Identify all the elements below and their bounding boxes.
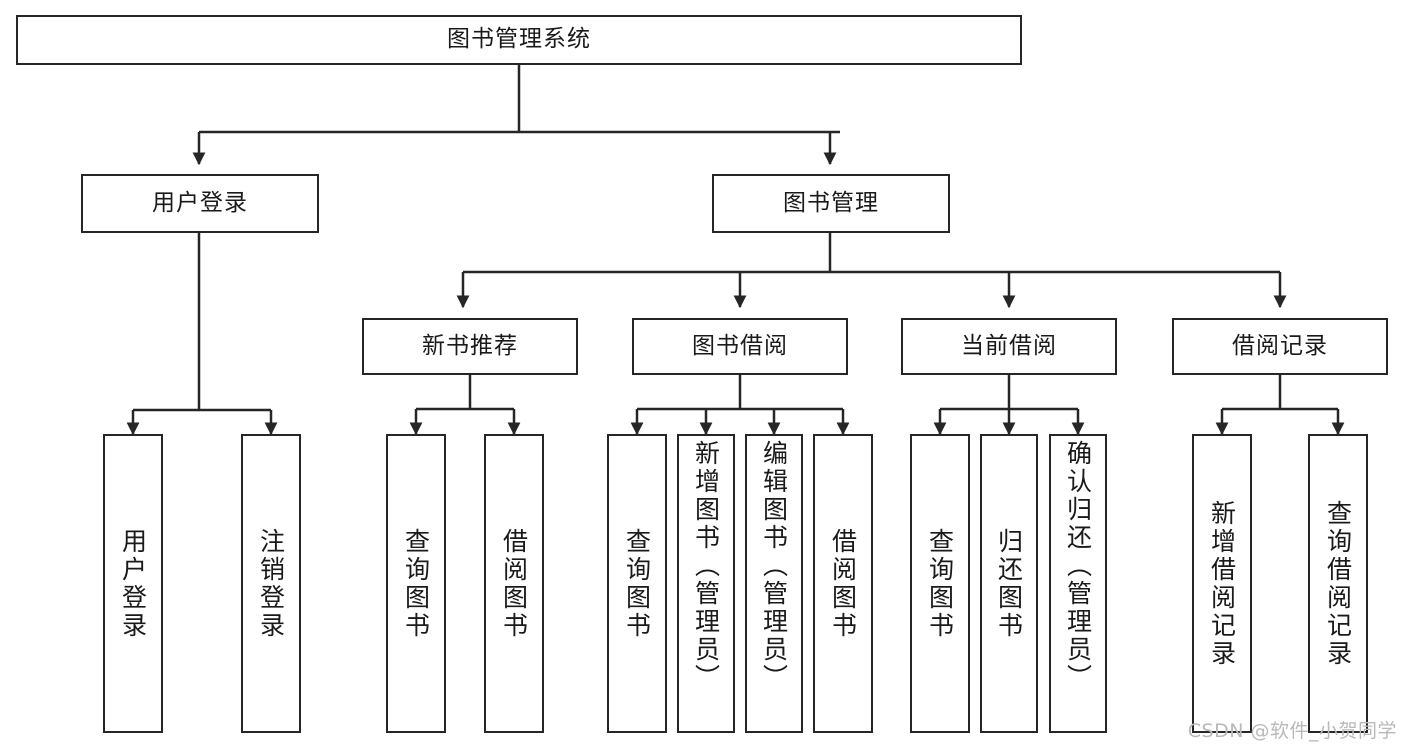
leaf-user-login[interactable]: 用户登录: [103, 434, 163, 733]
leaf-label: 编辑图书（管理员）: [759, 440, 789, 692]
node-current-borrow[interactable]: 当前借阅: [901, 318, 1117, 375]
node-book-management[interactable]: 图书管理: [712, 174, 950, 233]
leaf-return-book[interactable]: 归还图书: [980, 434, 1038, 733]
leaf-query-book-3[interactable]: 查询图书: [910, 434, 970, 733]
leaf-borrow-book-2[interactable]: 借阅图书: [813, 434, 873, 733]
leaf-label: 查询借阅记录: [1323, 499, 1353, 668]
leaf-borrow-book-1[interactable]: 借阅图书: [484, 434, 544, 733]
leaf-query-book-2[interactable]: 查询图书: [607, 434, 667, 733]
leaf-label: 确认归还（管理员）: [1063, 440, 1093, 692]
leaf-label: 归还图书: [994, 527, 1024, 640]
leaf-confirm-return[interactable]: 确认归还（管理员）: [1049, 434, 1107, 733]
node-label: 图书借阅: [692, 332, 788, 359]
leaf-logout-login[interactable]: 注销登录: [241, 434, 301, 733]
node-borrow-record[interactable]: 借阅记录: [1172, 318, 1388, 375]
leaf-label: 注销登录: [256, 527, 286, 640]
leaf-label: 用户登录: [118, 527, 148, 640]
node-root-book-management-system[interactable]: 图书管理系统: [16, 15, 1022, 65]
node-book-borrow[interactable]: 图书借阅: [632, 318, 848, 375]
node-label: 新书推荐: [422, 332, 518, 359]
leaf-add-record[interactable]: 新增借阅记录: [1192, 434, 1252, 733]
csdn-watermark: CSDN @软件_小贺同学: [1187, 720, 1397, 742]
node-label: 当前借阅: [961, 332, 1057, 359]
leaf-label: 查询图书: [622, 527, 652, 640]
leaf-label: 查询图书: [401, 527, 431, 640]
node-new-book-recommend[interactable]: 新书推荐: [362, 318, 578, 375]
node-label: 用户登录: [152, 189, 248, 216]
leaf-edit-book[interactable]: 编辑图书（管理员）: [745, 434, 803, 733]
leaf-label: 新增借阅记录: [1207, 499, 1237, 668]
node-label: 图书管理系统: [447, 26, 591, 53]
node-label: 图书管理: [783, 189, 879, 216]
leaf-add-book[interactable]: 新增图书（管理员）: [677, 434, 735, 733]
node-user-login[interactable]: 用户登录: [81, 174, 319, 233]
leaf-label: 查询图书: [925, 527, 955, 640]
leaf-query-record[interactable]: 查询借阅记录: [1308, 434, 1368, 733]
leaf-query-book-1[interactable]: 查询图书: [386, 434, 446, 733]
node-label: 借阅记录: [1232, 332, 1328, 359]
leaf-label: 借阅图书: [499, 527, 529, 640]
leaf-label: 借阅图书: [828, 527, 858, 640]
leaf-label: 新增图书（管理员）: [691, 440, 721, 692]
